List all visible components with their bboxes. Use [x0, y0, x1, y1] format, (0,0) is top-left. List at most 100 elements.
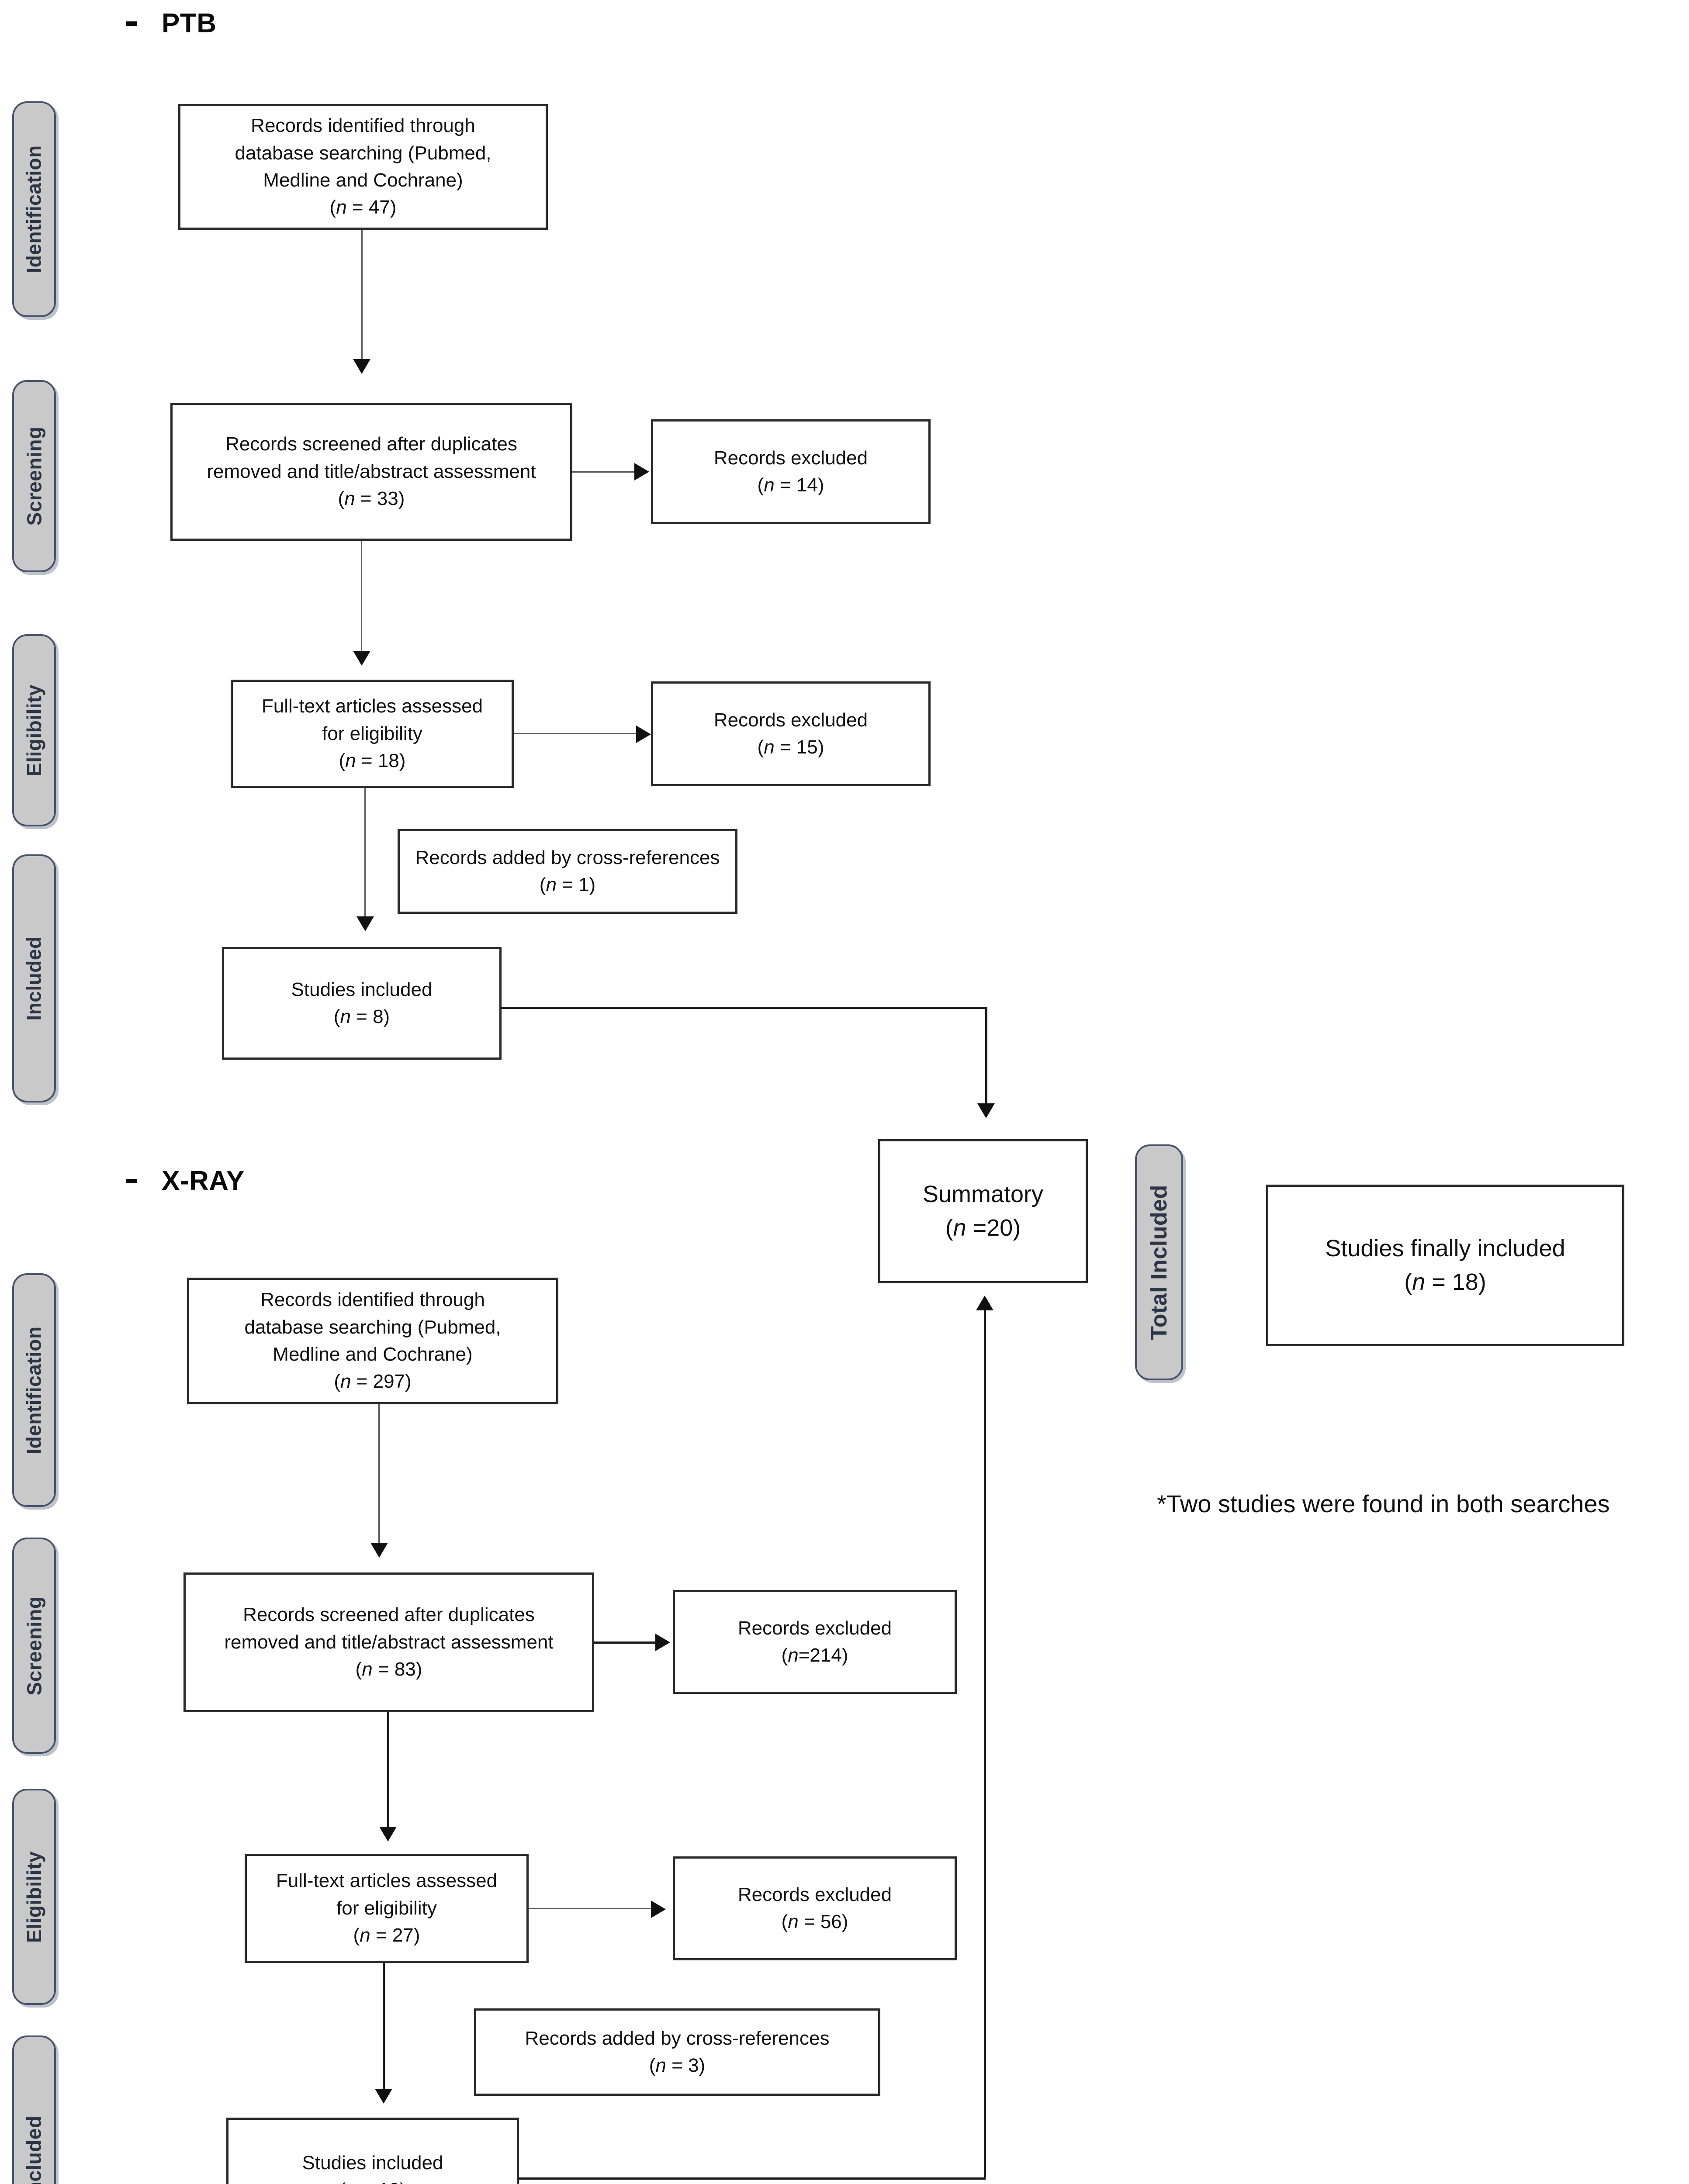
section-heading-xray-label: X-RAY: [162, 1166, 245, 1196]
ptb-eligibility-count: (n = 18): [339, 750, 406, 772]
xray-identification-count: (n = 297): [334, 1371, 412, 1393]
section-heading-ptb: PTB: [126, 8, 217, 39]
xray-connector-eligibility-included: [383, 1963, 385, 2092]
ptb-connector-screening-eligibility: [361, 541, 362, 652]
xray-cross-references-count: (n = 3): [649, 2055, 706, 2076]
xray-connector-identification-screening: [378, 1404, 380, 1544]
summatory-count: (n =20): [945, 1215, 1021, 1241]
ptb-eligibility-box: Full-text articles assessed for eligibil…: [231, 680, 514, 788]
xray-arrow-screening-excluded: [655, 1634, 670, 1651]
ptb-arrow-identification-screening: [353, 359, 370, 374]
stage-pill-included-xray-label: Included: [23, 2115, 45, 2184]
stage-pill-included-xray: Included: [12, 2035, 56, 2184]
ptb-eligibility-excluded-count: (n = 15): [757, 736, 824, 758]
xray-connector-screening-excluded: [594, 1641, 660, 1644]
stage-pill-identification-ptb-label: Identification: [23, 145, 46, 273]
xray-arrow-identification-screening: [370, 1543, 388, 1558]
ptb-screening-excluded-count: (n = 14): [757, 474, 824, 496]
stage-pill-screening-ptb: Screening: [12, 380, 56, 572]
ptb-screening-line1: Records screened after duplicates: [225, 433, 517, 455]
ptb-eligibility-line1: Full-text articles assessed: [261, 695, 483, 717]
ptb-connector-identification-screening: [361, 230, 363, 361]
xray-identification-line2: database searching (Pubmed,: [244, 1316, 501, 1338]
stage-pill-included-ptb-label: Included: [23, 936, 45, 1021]
xray-connector-included-summatory-vertical: [984, 1310, 986, 2177]
ptb-connector-eligibility-included: [364, 788, 366, 921]
xray-identification-line3: Medline and Cochrane): [273, 1344, 473, 1365]
xray-arrow-screening-eligibility: [379, 1827, 397, 1842]
stage-pill-eligibility-ptb-label: Eligibility: [23, 684, 45, 776]
xray-connector-eligibility-excluded: [529, 1908, 655, 1909]
ptb-arrow-included-summatory: [977, 1103, 995, 1118]
ptb-cross-references-count: (n = 1): [539, 874, 596, 895]
stage-pill-eligibility-xray: Eligibility: [12, 1789, 56, 2005]
ptb-eligibility-excluded-line1: Records excluded: [713, 709, 868, 731]
xray-screening-excluded-box: Records excluded (n=214): [673, 1590, 957, 1694]
stage-pill-eligibility-xray-label: Eligibility: [23, 1851, 45, 1943]
section-heading-ptb-label: PTB: [162, 8, 217, 38]
final-included-box: Studies finally included (n = 18): [1266, 1185, 1624, 1346]
ptb-identification-line1: Records identified through: [251, 115, 475, 137]
xray-eligibility-line2: for eligibility: [336, 1897, 437, 1919]
xray-included-box: Studies included (n = 12): [226, 2118, 519, 2184]
xray-arrow-eligibility-included: [375, 2089, 392, 2104]
ptb-screening-count: (n = 33): [338, 488, 405, 510]
ptb-connector-included-summatory-horizontal: [501, 1007, 987, 1009]
xray-cross-references-line1: Records added by cross-references: [525, 2027, 830, 2049]
stage-pill-identification-ptb: Identification: [12, 101, 56, 317]
ptb-connector-screening-excluded: [572, 471, 638, 473]
ptb-connector-eligibility-excluded: [514, 733, 640, 734]
bullet-dash-icon-xray: [126, 1178, 137, 1183]
final-included-count: (n = 18): [1404, 1269, 1486, 1295]
ptb-screening-box: Records screened after duplicates remove…: [170, 403, 572, 541]
ptb-cross-references-line1: Records added by cross-references: [415, 847, 720, 868]
xray-cross-references-box: Records added by cross-references (n = 3…: [474, 2008, 880, 2096]
ptb-included-line1: Studies included: [291, 978, 433, 1000]
stage-pill-identification-xray-label: Identification: [23, 1326, 46, 1455]
ptb-arrow-eligibility-included: [356, 916, 374, 931]
xray-eligibility-line1: Full-text articles assessed: [276, 1870, 498, 1892]
xray-connector-included-summatory-horizontal: [518, 2177, 986, 2180]
xray-eligibility-excluded-line1: Records excluded: [737, 1883, 892, 1905]
ptb-identification-line2: database searching (Pubmed,: [235, 142, 491, 164]
xray-eligibility-excluded-box: Records excluded (n = 56): [673, 1856, 957, 1960]
ptb-screening-line2: removed and title/abstract assessment: [207, 460, 536, 482]
bullet-dash-icon: [126, 21, 137, 26]
ptb-eligibility-excluded-box: Records excluded (n = 15): [651, 681, 931, 786]
ptb-arrow-screening-excluded: [634, 463, 649, 480]
ptb-identification-box: Records identified through database sear…: [178, 104, 548, 230]
ptb-arrow-screening-eligibility: [353, 651, 370, 666]
section-heading-xray: X-RAY: [126, 1165, 245, 1196]
stage-pill-identification-xray: Identification: [12, 1273, 56, 1507]
xray-identification-box: Records identified through database sear…: [187, 1278, 558, 1404]
stage-pill-eligibility-ptb: Eligibility: [12, 634, 56, 826]
summatory-box: Summatory (n =20): [878, 1139, 1088, 1283]
stage-pill-screening-ptb-label: Screening: [23, 426, 46, 526]
ptb-arrow-eligibility-excluded: [636, 726, 651, 743]
ptb-cross-references-box: Records added by cross-references (n = 1…: [398, 829, 737, 914]
xray-screening-line2: removed and title/abstract assessment: [224, 1631, 554, 1653]
xray-screening-excluded-count: (n=214): [781, 1645, 848, 1666]
ptb-included-box: Studies included (n = 8): [222, 947, 502, 1060]
ptb-identification-line3: Medline and Cochrane): [263, 169, 463, 191]
ptb-screening-excluded-box: Records excluded (n = 14): [651, 419, 931, 524]
footnote-text: *Two studies were found in both searches: [1157, 1490, 1610, 1517]
xray-screening-excluded-line1: Records excluded: [737, 1617, 892, 1639]
ptb-connector-included-summatory-vertical: [985, 1007, 987, 1105]
xray-screening-count: (n = 83): [355, 1659, 422, 1680]
xray-eligibility-box: Full-text articles assessed for eligibil…: [245, 1854, 529, 1963]
ptb-included-count: (n = 8): [333, 1006, 390, 1027]
xray-included-count: (n = 12): [339, 2177, 406, 2184]
stage-pill-screening-xray-label: Screening: [23, 1596, 46, 1695]
stage-pill-screening-xray: Screening: [12, 1538, 56, 1754]
xray-eligibility-count: (n = 27): [353, 1925, 420, 1946]
ptb-screening-excluded-line1: Records excluded: [713, 447, 868, 469]
xray-eligibility-excluded-count: (n = 56): [781, 1911, 848, 1932]
stage-pill-total-included: Total Included: [1135, 1144, 1183, 1380]
summatory-line1: Summatory: [922, 1181, 1044, 1208]
xray-screening-box: Records screened after duplicates remove…: [183, 1572, 594, 1712]
xray-included-line1: Studies included: [302, 2152, 443, 2174]
xray-arrow-included-summatory: [976, 1296, 993, 1310]
xray-screening-line1: Records screened after duplicates: [243, 1604, 535, 1626]
